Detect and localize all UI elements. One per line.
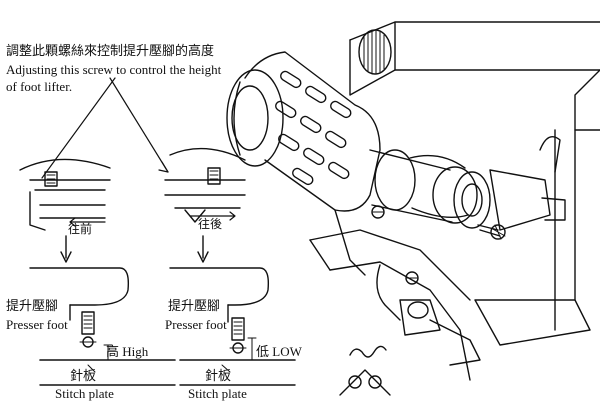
- instruction-english-line1: Adjusting this screw to control the heig…: [6, 62, 222, 77]
- solenoid-assembly: [369, 136, 566, 285]
- left-detail-arrow-down: [60, 235, 72, 263]
- machine-body: [309, 21, 600, 381]
- left-direction-label: 往前: [68, 222, 93, 236]
- left-presser-foot-cn: 提升壓腳: [6, 299, 59, 314]
- right-detail-presser: [169, 267, 296, 386]
- instruction-english-line2: of foot lifter.: [6, 79, 73, 94]
- left-detail-lever: [19, 158, 111, 231]
- right-presser-foot-cn: 提升壓腳: [168, 299, 221, 314]
- left-height-label: 高 High: [106, 344, 149, 359]
- linkage-arms: [334, 209, 481, 396]
- right-detail-lever: [164, 147, 246, 223]
- right-presser-foot-en: Presser foot: [165, 317, 227, 332]
- left-detail-presser: [29, 267, 176, 386]
- pointer-lines: [41, 77, 169, 179]
- right-stitch-plate-en: Stitch plate: [188, 386, 247, 401]
- right-detail-arrow-down: [197, 235, 209, 263]
- perforated-cylinder: [226, 51, 381, 212]
- left-presser-foot-en: Presser foot: [6, 317, 68, 332]
- label-leaders: [87, 364, 231, 373]
- right-direction-label: 往後: [198, 217, 223, 231]
- right-stitch-plate-cn: 針板: [205, 369, 232, 384]
- left-stitch-plate-en: Stitch plate: [55, 386, 114, 401]
- right-height-label: 低 LOW: [256, 344, 302, 359]
- left-stitch-plate-cn: 針板: [70, 369, 97, 384]
- instruction-chinese: 調整此顆螺絲來控制提升壓腳的高度: [6, 44, 215, 59]
